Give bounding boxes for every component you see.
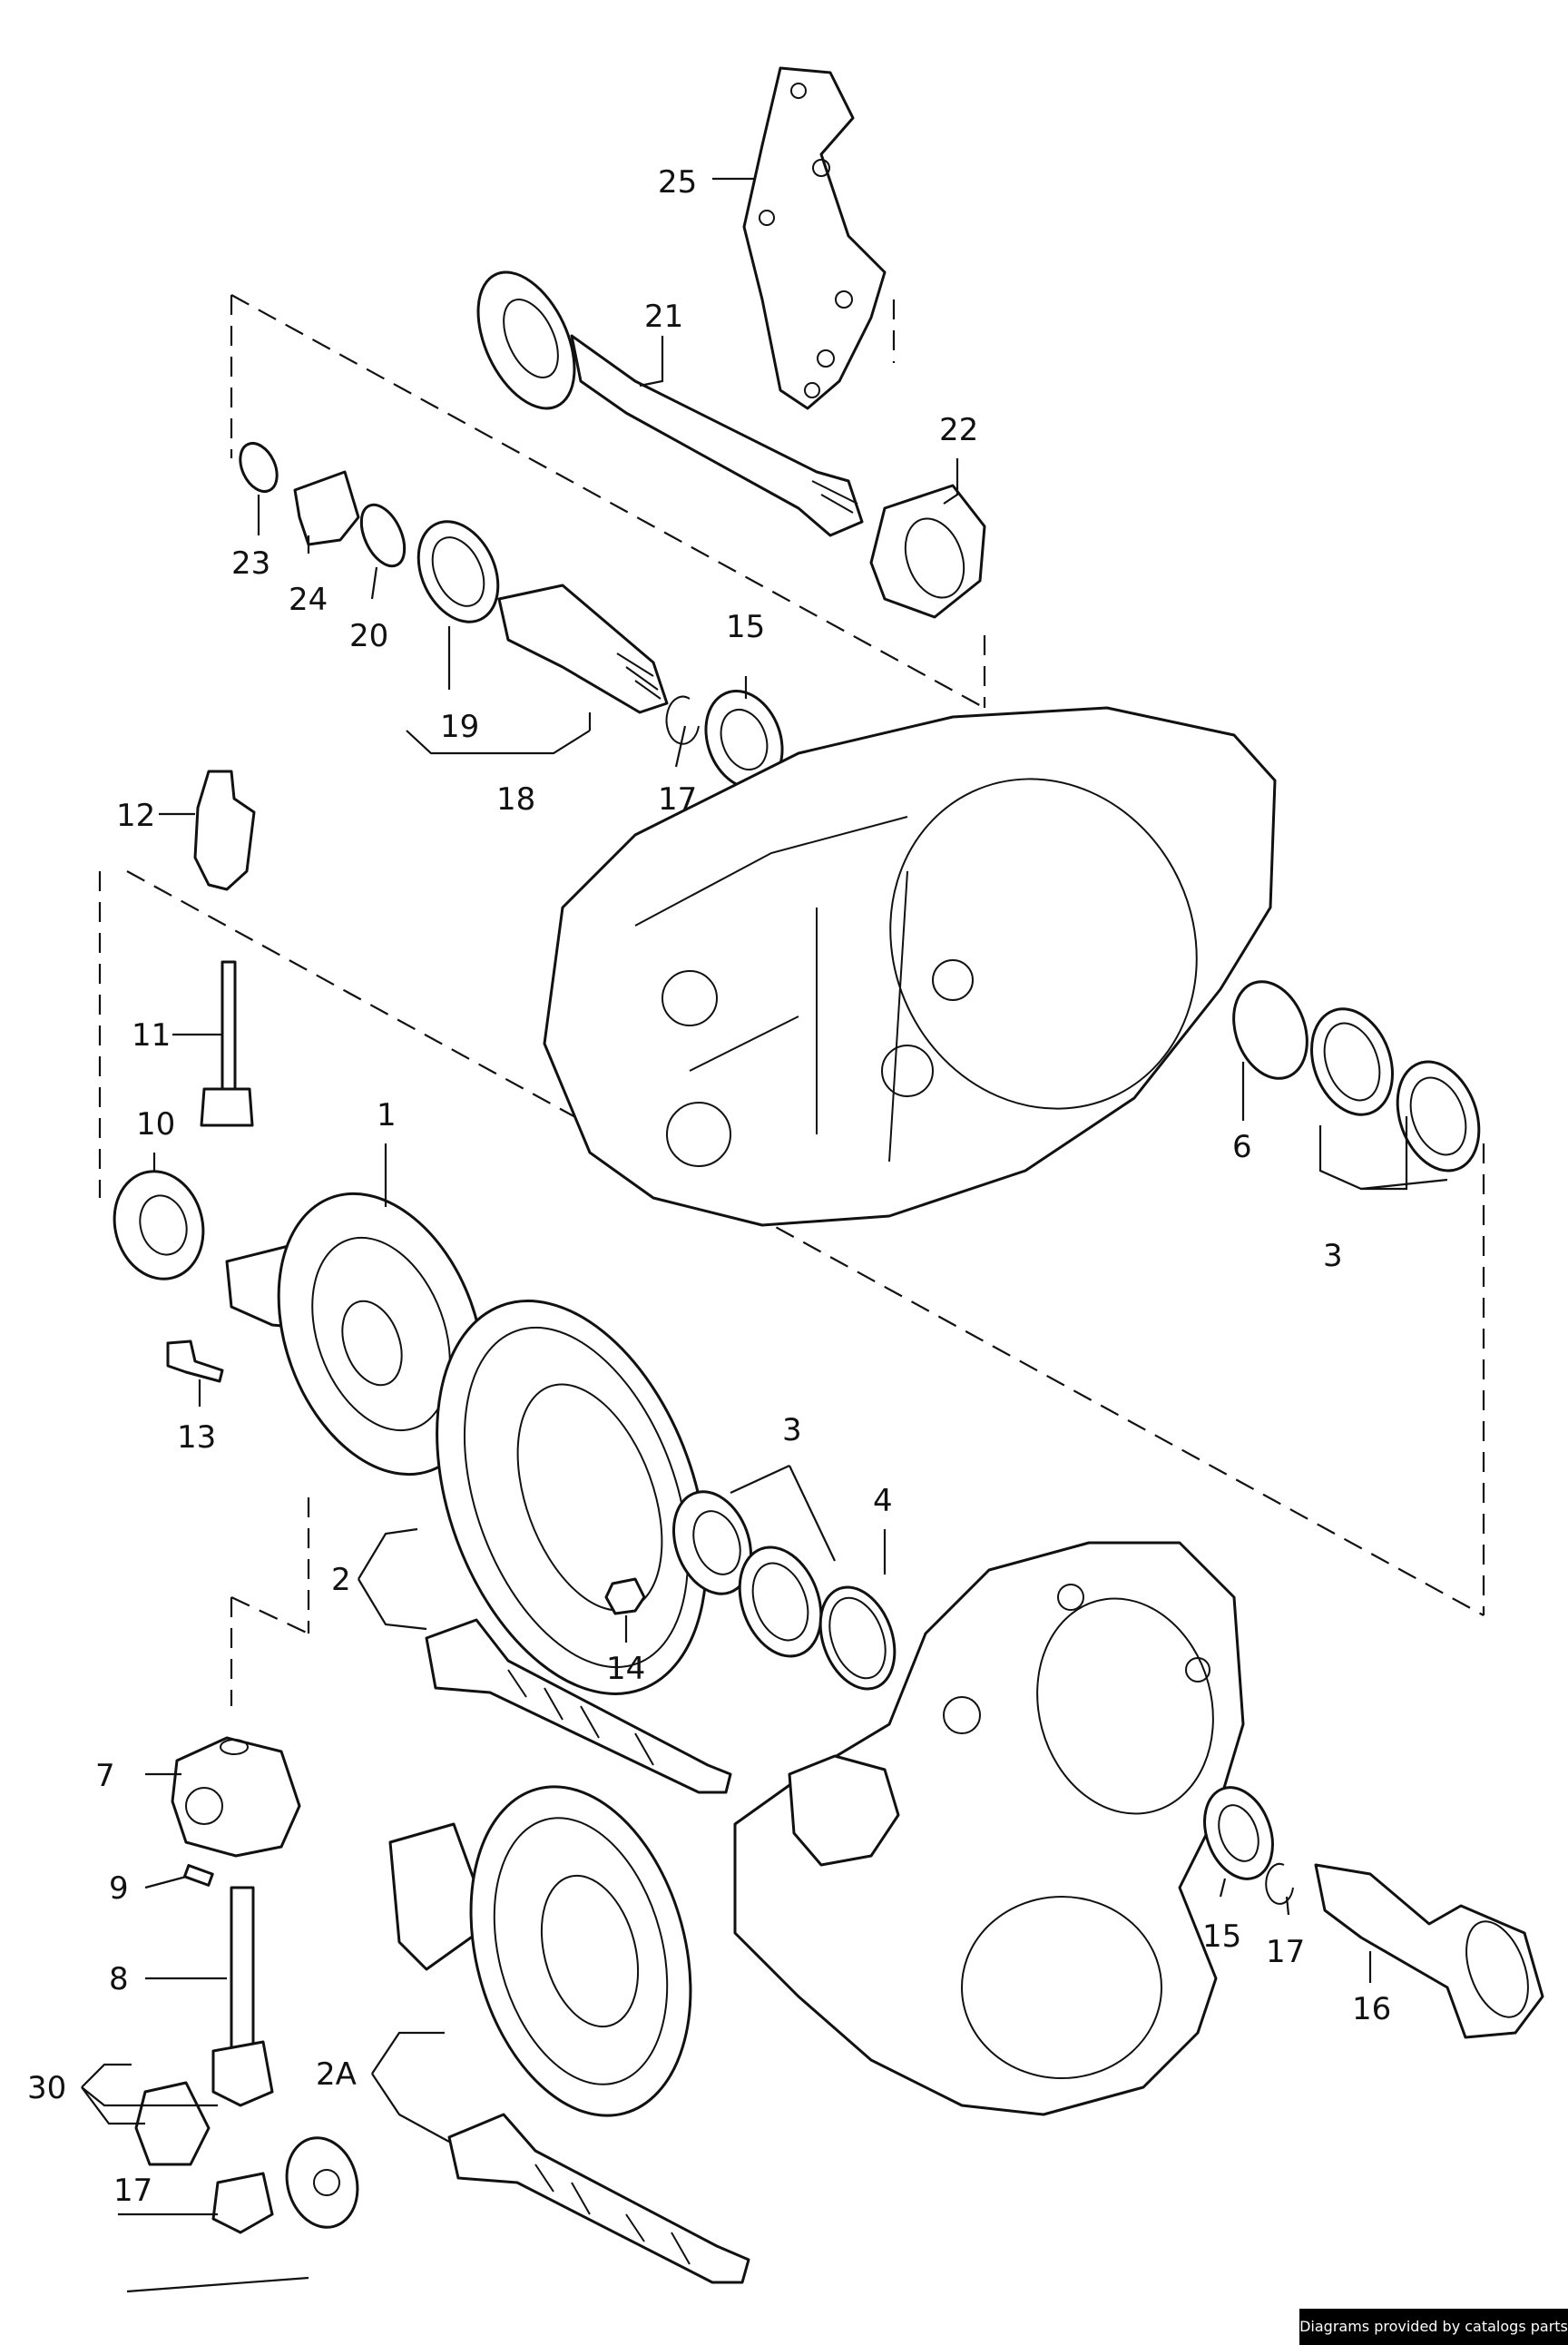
- label-30: 30: [27, 2070, 66, 2106]
- part-speedo-drive: [113, 770, 256, 1280]
- label-3-middle: 3: [782, 1412, 802, 1448]
- label-1: 1: [377, 1097, 397, 1133]
- label-17-lower: 17: [1266, 1934, 1305, 1970]
- part-bolt: [166, 1339, 224, 1383]
- label-7: 7: [95, 1758, 115, 1794]
- label-11: 11: [132, 1017, 171, 1054]
- label-19: 19: [440, 709, 479, 745]
- part-bearing-cover: [869, 484, 986, 619]
- part-pinion-shaft-middle: [425, 1618, 732, 1794]
- label-6: 6: [1232, 1129, 1252, 1165]
- part-gearbox-housing-upper: [543, 706, 1277, 1227]
- label-25: 25: [658, 164, 697, 201]
- label-16: 16: [1352, 1991, 1391, 2027]
- label-14: 14: [606, 1651, 645, 1687]
- label-15-lower: 15: [1202, 1918, 1241, 1955]
- credit-banner: Diagrams provided by catalogs parts: [1299, 2309, 1568, 2345]
- label-9: 9: [109, 1870, 129, 1907]
- label-12: 12: [116, 798, 155, 834]
- assembly-dash-lines: [98, 294, 1485, 1706]
- label-24: 24: [289, 582, 328, 618]
- leader-lines: [81, 177, 1448, 2293]
- label-18: 18: [496, 781, 535, 818]
- label-3-upper: 3: [1323, 1238, 1343, 1274]
- part-shim-bearing-right: [1232, 980, 1481, 1172]
- part-differential-housing: [225, 1192, 485, 1477]
- label-22: 22: [939, 412, 978, 448]
- label-2a: 2A: [316, 2056, 357, 2093]
- label-20: 20: [349, 618, 388, 654]
- part-bearing-shim-middle: [671, 1490, 897, 1691]
- part-splined-shaft: [497, 584, 669, 714]
- part-rings-upper: [239, 442, 500, 623]
- label-21: 21: [644, 299, 683, 335]
- part-differential-gears: [134, 1736, 359, 2234]
- label-10: 10: [136, 1106, 175, 1143]
- label-8: 8: [109, 1961, 129, 1997]
- label-23: 23: [231, 545, 270, 582]
- part-number-labels: 25 21 22 23 24 20 19 18 17 15 12 11 10 1…: [27, 164, 1391, 2209]
- part-nut: [604, 1577, 646, 1615]
- part-gearbox-housing-lower: [733, 1541, 1245, 2116]
- label-4: 4: [873, 1483, 893, 1519]
- label-15: 15: [726, 609, 765, 645]
- label-17-lower-left: 17: [113, 2173, 152, 2209]
- part-seal-flange-lower: [1203, 1786, 1544, 2039]
- label-13: 13: [177, 1419, 216, 1456]
- part-differential-assembly-2a: [388, 1785, 750, 2284]
- part-bracket: [742, 66, 887, 410]
- label-2: 2: [331, 1562, 351, 1598]
- label-17: 17: [658, 781, 697, 818]
